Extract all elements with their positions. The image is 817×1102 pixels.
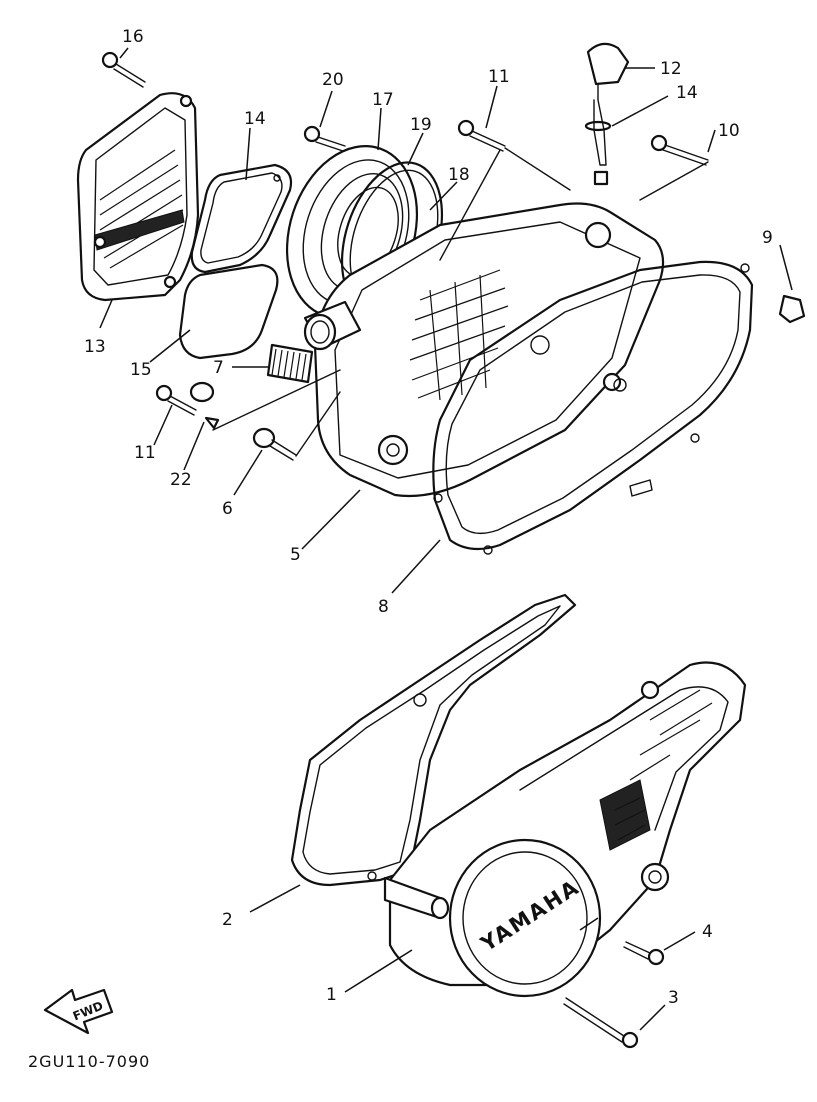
label-1: 1: [326, 985, 337, 1005]
bolt-6: [252, 427, 297, 461]
part-8-gasket: [432, 260, 754, 555]
part-16-plate: [178, 263, 279, 360]
bolt-11-top: [457, 119, 506, 152]
label-6: 6: [222, 499, 233, 519]
label-21: 20: [322, 70, 344, 90]
part-5-crankcase-cover: [303, 202, 665, 498]
part-13-o-ring: [584, 120, 612, 132]
diagram-code: 2GU110-7090: [28, 1052, 150, 1071]
label-17: 16: [122, 27, 144, 47]
bolt-11-left: [155, 384, 197, 416]
part-7-filter: [266, 343, 314, 384]
label-20: 19: [410, 115, 432, 135]
label-13: 14: [676, 83, 698, 103]
leader-lines: [99, 47, 793, 1031]
label-7: 7: [213, 358, 224, 378]
bolt-21: [303, 125, 346, 152]
label-12: 12: [660, 59, 682, 79]
label-10: 10: [718, 121, 740, 141]
label-9: 9: [762, 228, 773, 248]
part-1-crankcase-cover: YAMAHA: [383, 661, 747, 998]
label-16: 15: [130, 360, 152, 380]
label-8: 8: [378, 597, 389, 617]
label-4: 4: [702, 922, 713, 942]
label-14: 13: [84, 337, 106, 357]
label-19: 18: [448, 165, 470, 185]
bolt-4: [623, 941, 665, 966]
part-14-sprocket-cover: [76, 92, 200, 302]
label-3: 3: [668, 988, 679, 1008]
part-labels: 16 14 13 15 7 11 22 6 5 8 20 17 19 18 11…: [84, 27, 773, 1008]
label-11-top: 11: [488, 67, 510, 87]
cap-9: [778, 294, 806, 324]
bolt-17: [101, 51, 146, 88]
label-2: 2: [222, 910, 233, 930]
bolt-3: [563, 997, 639, 1049]
label-15: 14: [244, 109, 266, 129]
clip-22: [189, 381, 220, 430]
part-12-dipstick: [586, 42, 630, 166]
part-13-plug: [593, 170, 609, 186]
label-11-left: 11: [134, 443, 156, 463]
label-18: 17: [372, 90, 394, 110]
label-22: 22: [170, 470, 192, 490]
fwd-arrow-icon: FWD: [43, 988, 114, 1035]
label-5: 5: [290, 545, 301, 565]
part-15-gasket: [190, 163, 293, 274]
bolt-10: [650, 134, 709, 166]
